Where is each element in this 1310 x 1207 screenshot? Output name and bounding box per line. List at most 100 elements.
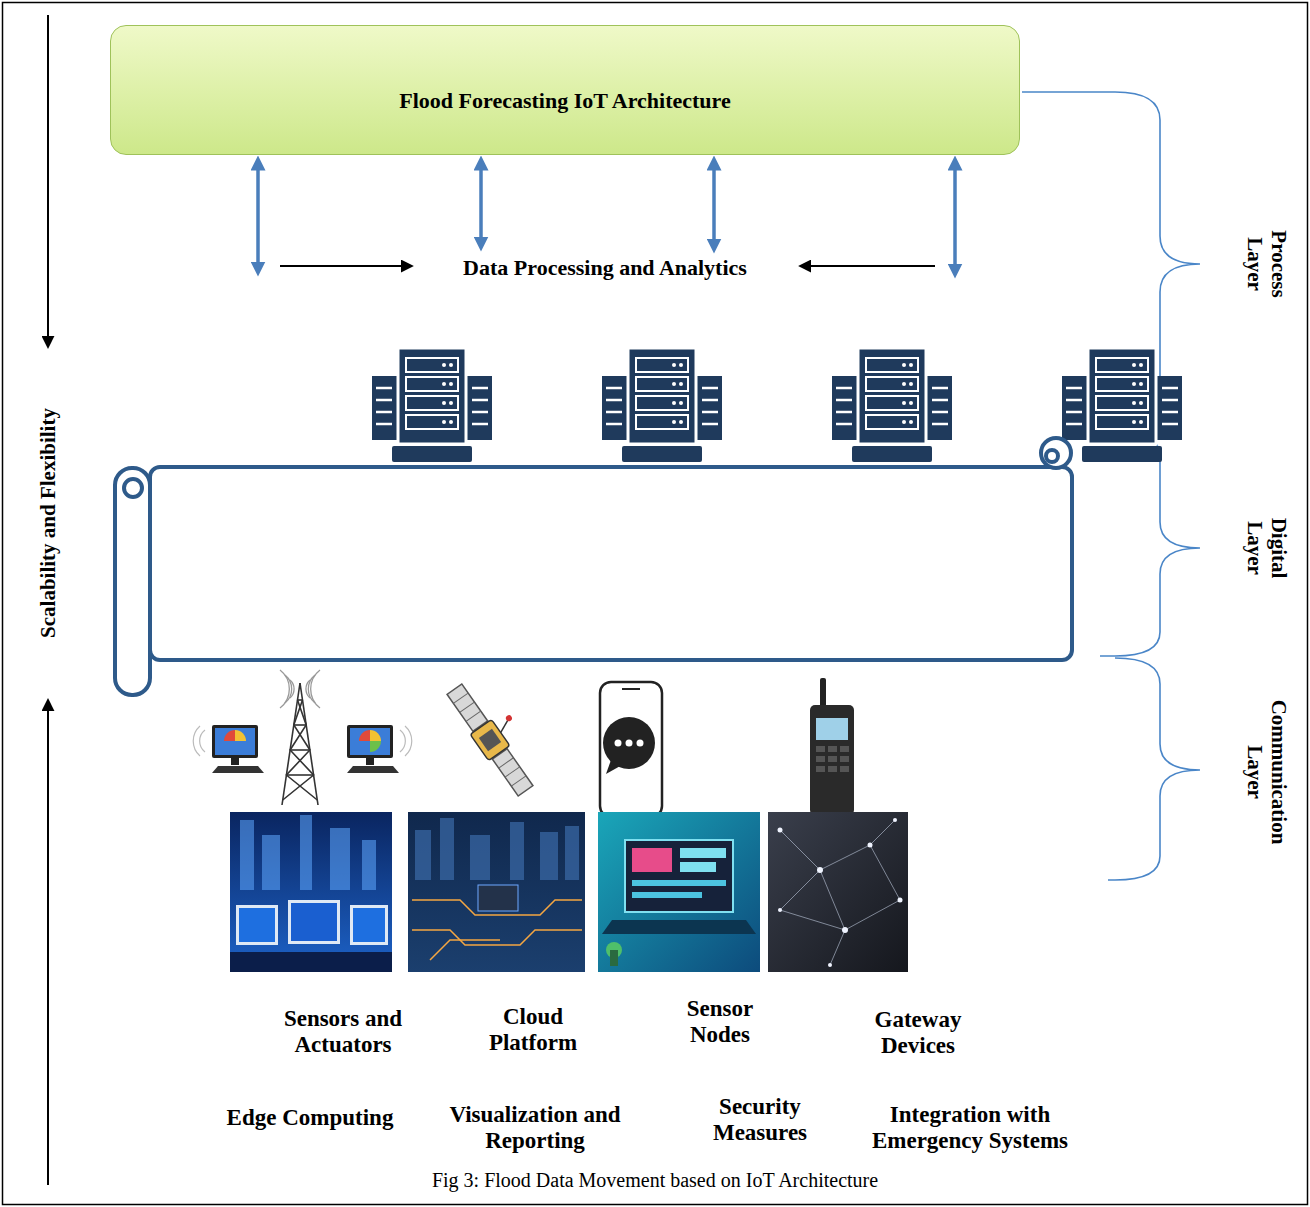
photo-gateway-network-part-part <box>870 820 895 845</box>
radio-icon-part-part <box>840 746 849 752</box>
satellite-icon-part-part <box>460 702 475 712</box>
scroll-banner-part <box>1041 438 1071 468</box>
data-flow-arrow-part <box>712 160 716 249</box>
photo-cloud-city-part-part <box>430 940 500 960</box>
satellite-icon-part <box>453 693 526 786</box>
monitor-icon-part <box>359 730 370 741</box>
photo-computing-part <box>230 952 392 972</box>
monitor-icon-part <box>366 758 374 765</box>
layer-brace-part <box>1108 658 1200 880</box>
photo-gateway-network-part-part <box>820 845 870 870</box>
feature-label: Security Measures <box>698 1094 823 1147</box>
photo-sensor-screen-part <box>632 848 672 872</box>
monitor-icon-part <box>231 758 239 765</box>
photo-computing-part-part <box>300 815 312 890</box>
figure-caption: Fig 3: Flood Data Movement based on IoT … <box>432 1168 878 1192</box>
component-label: Sensor Nodes <box>668 996 773 1049</box>
scalability-arrow-part <box>47 15 49 345</box>
photo-gateway-network-part-part <box>820 870 845 930</box>
tower-icon-part <box>286 774 313 776</box>
component-label: Gateway Devices <box>861 1007 976 1060</box>
photo-cloud-city-part-part <box>412 930 582 945</box>
photo-computing-part <box>288 900 340 944</box>
radio-icon-part-part <box>828 756 837 762</box>
satellite-icon-part <box>492 749 533 796</box>
phone-icon-part <box>626 740 633 747</box>
photo-gateway-network-part-part <box>778 908 782 912</box>
server-icon-part <box>832 348 952 462</box>
monitor-icon-part-part <box>405 726 412 756</box>
photo-gateway-network-part-part <box>817 867 823 873</box>
monitor-icon-part <box>215 728 255 755</box>
photo-sensor-screen-part <box>598 812 760 972</box>
figure-border <box>3 3 1308 1205</box>
monitor-icon <box>193 725 412 773</box>
layer-label: Digital Layer <box>1243 501 1291 596</box>
photo-sensor-screen-part <box>632 880 726 886</box>
radio-icon-part-part <box>828 766 837 772</box>
satellite-icon-part <box>505 714 513 722</box>
monitor-icon-part <box>212 766 264 773</box>
radio-icon-part <box>820 678 826 708</box>
monitor-icon-part-part <box>200 730 205 752</box>
photo-gateway-network-part-part <box>780 870 820 910</box>
photo-cloud-city-part <box>415 818 579 880</box>
photo-gateway-network-part-part <box>842 927 848 933</box>
tower-icon-part-part <box>311 670 320 708</box>
photo-computing-part-part <box>262 835 280 890</box>
component-label: Cloud Platform <box>476 1004 591 1057</box>
photo-gateway-network-part-part <box>780 830 820 870</box>
satellite-icon-part-part <box>499 758 514 768</box>
photo-cloud-city-part-part <box>540 832 558 880</box>
photo-sensor-screen-part <box>680 862 716 872</box>
monitor-icon-part <box>235 730 246 741</box>
photo-gateway-network-part-part <box>780 910 845 930</box>
photo-cloud-city-part <box>408 812 585 972</box>
phone-icon-part <box>603 717 655 769</box>
axis-label: Scalability and Flexibility <box>36 408 60 638</box>
pointer-arrow-part <box>280 265 410 267</box>
photo-computing-part-part <box>240 820 254 890</box>
layer-label: Communication Layer <box>1243 687 1291 857</box>
scroll-banner <box>115 438 1072 695</box>
server-icon-part <box>372 348 492 462</box>
photo-cloud-city <box>408 812 585 972</box>
satellite-icon-part <box>447 684 488 731</box>
satellite-icon-part <box>479 729 501 751</box>
photo-cloud-city-part <box>478 885 518 911</box>
satellite-icon-part <box>497 720 511 732</box>
photo-sensor-screen-part <box>602 920 756 934</box>
architecture-box: Flood Forecasting IoT Architecture <box>110 25 1020 155</box>
radio-icon-part-part <box>816 746 825 752</box>
photo-gateway-network-part-part <box>778 828 783 833</box>
photo-cloud-city-part-part <box>415 830 431 880</box>
photo-gateway-network-part <box>768 812 908 972</box>
radio-icon-part <box>810 705 854 815</box>
photo-gateway-network-part <box>778 818 903 967</box>
photo-gateway-network-part-part <box>870 845 900 900</box>
tower-icon-part-part <box>285 675 292 703</box>
phone-icon-part <box>600 682 662 817</box>
photo-computing-part <box>236 905 278 945</box>
phone-icon-part <box>622 688 640 690</box>
scroll-banner-part <box>150 467 1072 660</box>
data-flow-arrow-part <box>256 160 260 272</box>
photo-gateway-network <box>768 812 908 972</box>
monitor-icon-part <box>370 741 381 752</box>
process-label: Data Processing and Analytics <box>463 255 747 280</box>
photo-computing <box>230 812 392 972</box>
photo-cloud-city-part-part <box>510 822 524 880</box>
feature-label: Visualization and Reporting <box>430 1102 640 1155</box>
radio-icon-part-part <box>816 766 825 772</box>
tower-icon-part <box>298 699 303 701</box>
photo-cloud-city-part-part <box>470 835 490 880</box>
radio-icon-part-part <box>840 766 849 772</box>
phone-icon-part <box>615 740 622 747</box>
photo-gateway-network-part-part <box>893 818 897 822</box>
radio-icon-part <box>816 746 849 772</box>
photo-computing-part <box>291 903 337 941</box>
feature-label: Edge Computing <box>227 1105 394 1131</box>
photo-computing-part <box>353 908 385 942</box>
